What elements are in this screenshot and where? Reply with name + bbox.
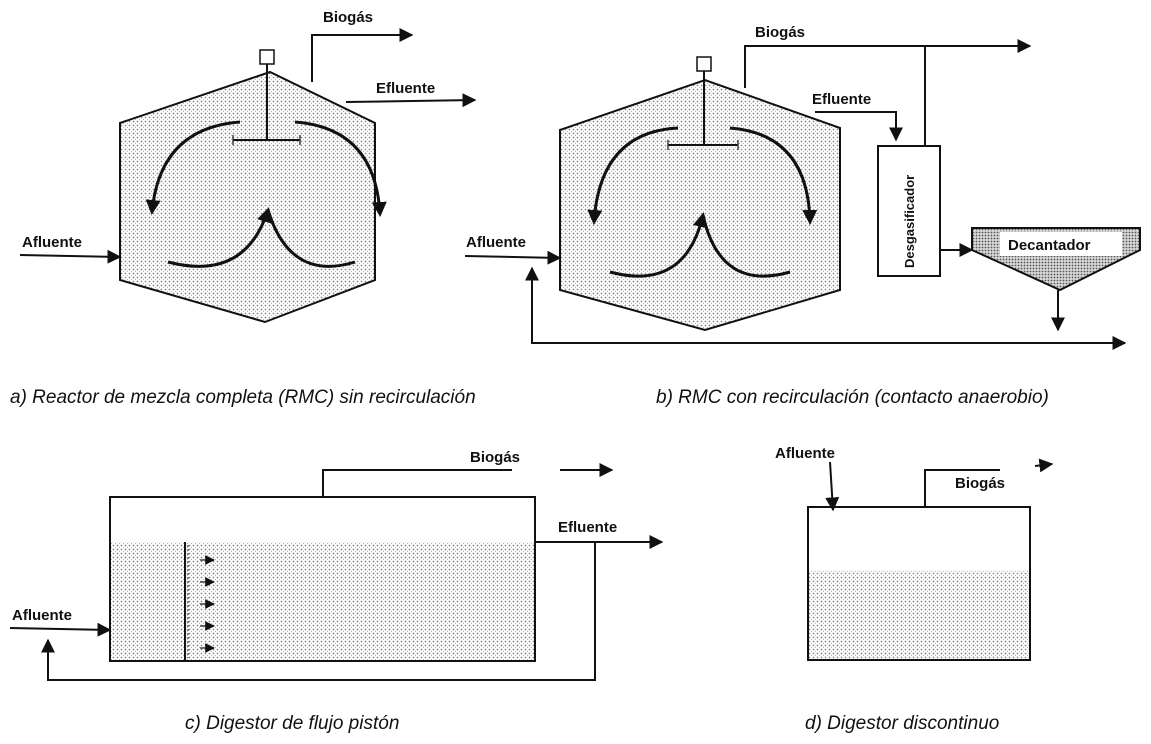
biogas-line-d <box>924 469 1000 507</box>
biogas-label-c: Biogás <box>470 449 520 466</box>
agitator-a <box>232 49 301 145</box>
circulation-arrow-a-right-bottom <box>266 209 356 268</box>
afluente-label-d: Afluente <box>775 445 835 462</box>
biogas-line-b <box>744 39 1032 88</box>
circulation-arrow-b-left-bottom <box>609 212 708 278</box>
panel-c-plug-flow-digester: Biogás Efluente Afluente <box>9 449 664 681</box>
degasser-box <box>877 145 941 277</box>
digester-c-liquid <box>111 542 534 660</box>
afluente-line-c <box>9 622 112 637</box>
biogas-line-a <box>311 28 414 82</box>
circulation-arrow-b-right-top <box>729 126 818 225</box>
efluente-label-a: Efluente <box>376 80 435 97</box>
panel-b-recirculation-reactor: Biogás Efluente Desgasificador Decantado… <box>464 24 1141 350</box>
reactor-a-vessel <box>119 70 376 324</box>
afluente-line-b <box>464 250 562 265</box>
caption-b: b) RMC con recirculación (contacto anaer… <box>656 387 1049 408</box>
afluente-label-c: Afluente <box>12 607 72 624</box>
afluente-line-d <box>825 461 840 512</box>
panel-d-batch-digester: Afluente Biogás <box>775 445 1054 661</box>
panel-a-complete-mix-reactor: Biogás Efluente Afluente <box>19 9 477 324</box>
digester-d-liquid <box>809 570 1029 659</box>
circulation-arrow-a-left-top <box>145 120 241 215</box>
circulation-arrow-b-right-bottom <box>701 214 791 278</box>
afluente-line-a <box>19 249 122 264</box>
biogas-label-d: Biogás <box>955 475 1005 492</box>
afluente-label-b: Afluente <box>466 234 526 251</box>
efluente-line-b <box>815 111 903 142</box>
reactor-b-vessel <box>559 78 841 332</box>
biogas-line-c <box>322 469 512 497</box>
biogas-arrow-d <box>1034 458 1054 473</box>
caption-a: a) Reactor de mezcla completa (RMC) sin … <box>10 387 476 408</box>
degasser-label: Desgasificador <box>902 175 917 268</box>
caption-c: c) Digestor de flujo pistón <box>185 713 399 734</box>
efluente-label-b: Efluente <box>812 91 871 108</box>
afluente-label-a: Afluente <box>22 234 82 251</box>
efluente-line-a <box>345 93 477 108</box>
biogas-label-a: Biogás <box>323 9 373 26</box>
recirculation-line-b <box>525 266 1125 344</box>
circulation-arrow-b-left-top <box>587 126 679 225</box>
efluente-label-c: Efluente <box>558 519 617 536</box>
biogas-label-b: Biogás <box>755 24 805 41</box>
caption-d: d) Digestor discontinuo <box>805 713 999 734</box>
agitator-b <box>667 56 739 150</box>
settler-label-bg <box>1000 232 1122 256</box>
settler-label: Decantador <box>1008 237 1091 254</box>
circulation-arrow-a-left-bottom <box>167 207 272 268</box>
circulation-arrow-a-right-top <box>294 120 387 217</box>
plug-flow-arrows <box>200 555 215 653</box>
recirculation-line-c <box>41 542 596 681</box>
